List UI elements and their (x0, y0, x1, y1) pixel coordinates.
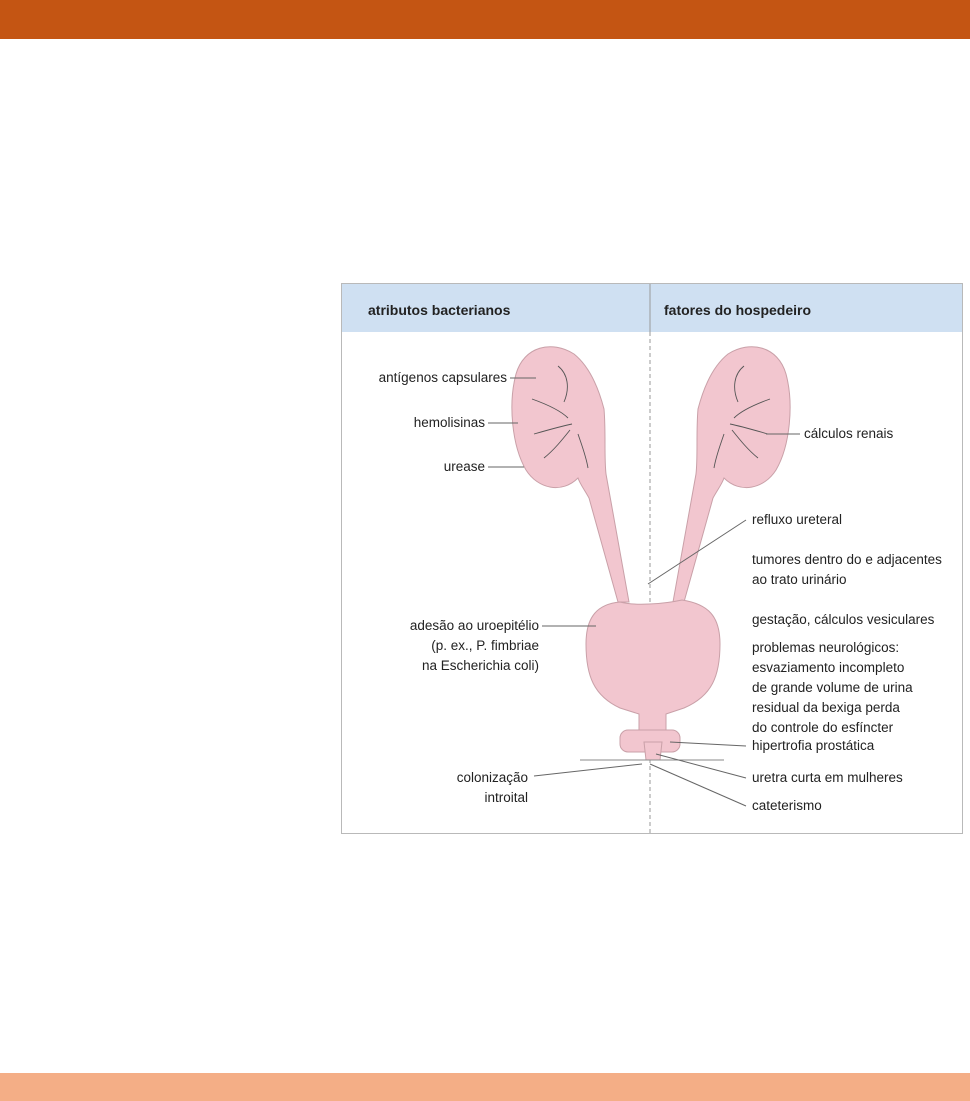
neuro-line-4: residual da bexiga perda (752, 700, 900, 715)
label-renal-stones: cálculos renais (804, 426, 894, 441)
header-bacterial-attributes: atributos bacterianos (368, 302, 511, 318)
label-pregnancy-bladder-stones: gestação, cálculos vesiculares (752, 612, 935, 627)
neuro-line-1: problemas neurológicos: (752, 640, 900, 655)
label-short-urethra: uretra curta em mulheres (752, 770, 903, 785)
urinary-tract-figure: atributos bacterianos fatores do hospede… (341, 283, 963, 834)
urinary-tract-illustration (488, 284, 800, 833)
label-uroepithelium-adhesion: adesão ao uroepitélio (p. ex., P. fimbri… (410, 616, 539, 676)
neuro-line-5: do controle do esfíncter (752, 720, 894, 735)
urethra (643, 741, 663, 761)
top-accent-bar (0, 0, 970, 39)
label-introital-colonization: colonização introital (457, 768, 528, 808)
kidney-calyces (531, 365, 771, 469)
bottom-accent-bar (0, 1073, 970, 1101)
label-tumors: tumores dentro do e adjacentes ao trato … (752, 550, 942, 590)
header-host-factors: fatores do hospedeiro (664, 302, 812, 318)
neuro-line-3: de grande volume de urina (752, 680, 913, 695)
neuro-line-2: esvaziamento incompleto (752, 660, 905, 675)
left-kidney (511, 346, 630, 603)
adhesion-line-2: (p. ex., P. fimbriae (431, 638, 539, 653)
label-ureteral-reflux: refluxo ureteral (752, 512, 843, 527)
leader-lines (488, 377, 800, 807)
label-prostatic-hypertrophy: hipertrofia prostática (752, 738, 875, 753)
colonization-line-1: colonização (456, 770, 528, 785)
tumors-line-1: tumores dentro do e adjacentes (752, 552, 942, 567)
adhesion-line-3: na Escherichia coli) (421, 658, 539, 673)
label-neurological-problems: problemas neurológicos: esvaziamento inc… (752, 638, 913, 738)
adhesion-line-1: adesão ao uroepitélio (409, 618, 539, 633)
label-urease: urease (443, 459, 485, 474)
tumors-line-2: ao trato urinário (752, 572, 847, 587)
bladder (585, 599, 721, 743)
colonization-line-2: introital (484, 790, 528, 805)
label-capsular-antigens: antígenos capsulares (378, 370, 507, 385)
label-catheterization: cateterismo (752, 798, 822, 813)
right-kidney (672, 346, 791, 603)
figure-header (342, 284, 962, 332)
label-hemolysins: hemolisinas (413, 415, 485, 430)
